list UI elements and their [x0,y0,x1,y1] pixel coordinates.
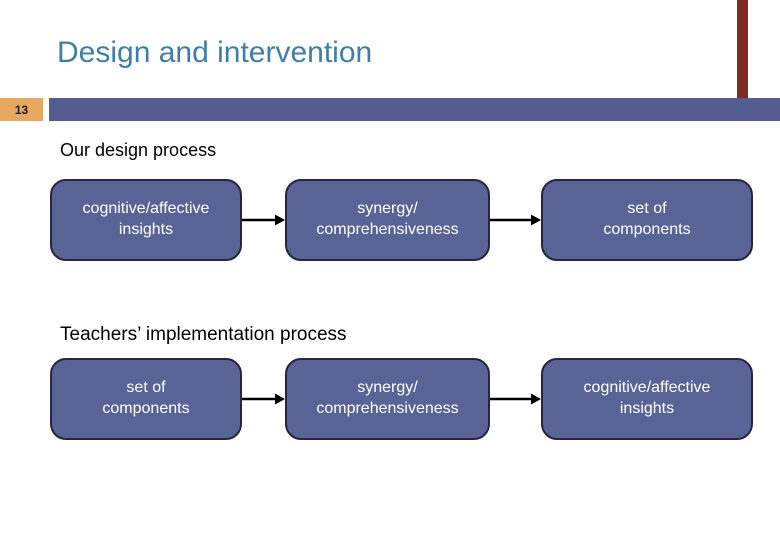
flow-box-label: synergy/ comprehensiveness [316,200,459,238]
flow-arrow-icon [490,393,541,405]
flow-box-label: synergy/ comprehensiveness [316,379,459,417]
section-heading-design-process: Our design process [60,140,217,160]
flow-box-label: set of components [603,200,691,238]
flow-arrow-icon [242,393,285,405]
flow-box-synergy-1: synergy/ comprehensiveness [285,179,490,261]
slide-title: Design and intervention [57,36,373,69]
header-band [49,98,780,121]
flow-box-insights-2: cognitive/affective insights [541,358,753,440]
flow-box-label: cognitive/affective insights [82,200,210,238]
flow-arrow-icon [242,214,285,226]
page-number-badge: 13 [0,98,43,121]
flow-box-components-1: set of components [541,179,753,261]
flow-box-insights-1: cognitive/affective insights [50,179,242,261]
accent-bar [737,0,748,98]
flow-arrow-icon [490,214,541,226]
flow-box-synergy-2: synergy/ comprehensiveness [285,358,490,440]
flow-box-label: set of components [102,379,190,417]
flow-box-label: cognitive/affective insights [583,379,711,417]
section-heading-implementation-process: Teachers’ implementation process [60,324,347,345]
flow-box-components-2: set of components [50,358,242,440]
